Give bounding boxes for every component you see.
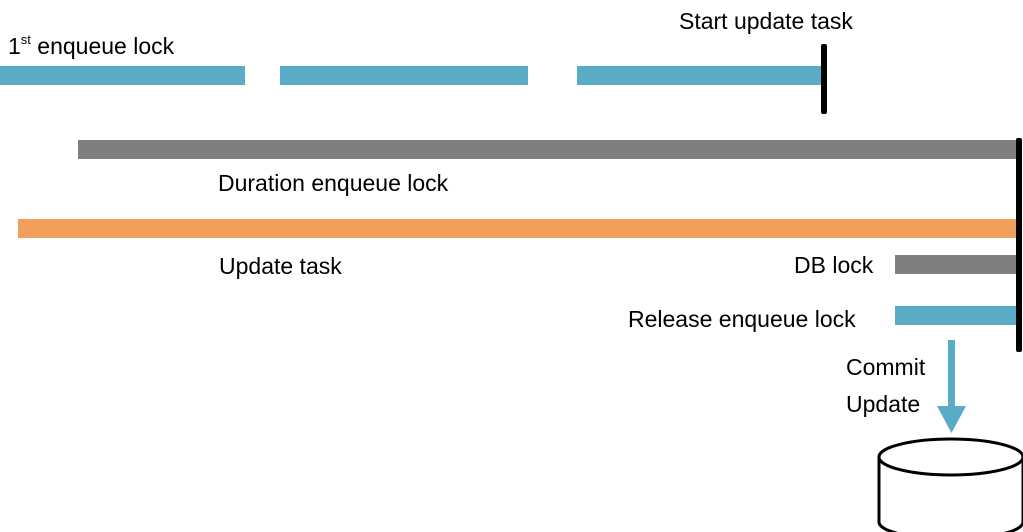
first-enqueue-number: 1 [8,33,21,59]
start-update-task-label: Start update task [679,8,853,34]
first-enqueue-superscript: st [20,32,31,47]
commit-update-label-line1: Commit [846,354,926,380]
update-task-bar [18,219,1019,238]
update-task-label: Update task [219,253,342,279]
database-top [877,437,1023,477]
arrow-shaft [948,340,955,408]
database-body [877,457,1023,532]
duration-enqueue-lock-label: Duration enqueue lock [218,170,449,196]
duration-enqueue-lock-bar [78,140,1019,159]
enqueue-lock-segment-1 [0,66,245,85]
release-enqueue-lock-label: Release enqueue lock [628,306,856,332]
db-lock-bar [895,255,1019,274]
db-lock-label: DB lock [794,252,874,278]
arrow-head [937,406,966,433]
first-enqueue-lock-label: 1st enqueue lock [8,32,174,64]
enqueue-lock-segment-2 [280,66,528,85]
release-enqueue-lock-bar [895,306,1019,325]
commit-end-marker [1016,138,1022,352]
commit-update-label-line2: Update [846,391,921,417]
database-cylinder-icon [877,437,1023,532]
down-arrow-icon [937,340,966,433]
enqueue-lock-segment-3 [577,66,823,85]
first-enqueue-text: enqueue lock [30,33,175,59]
start-update-task-marker [821,44,827,114]
